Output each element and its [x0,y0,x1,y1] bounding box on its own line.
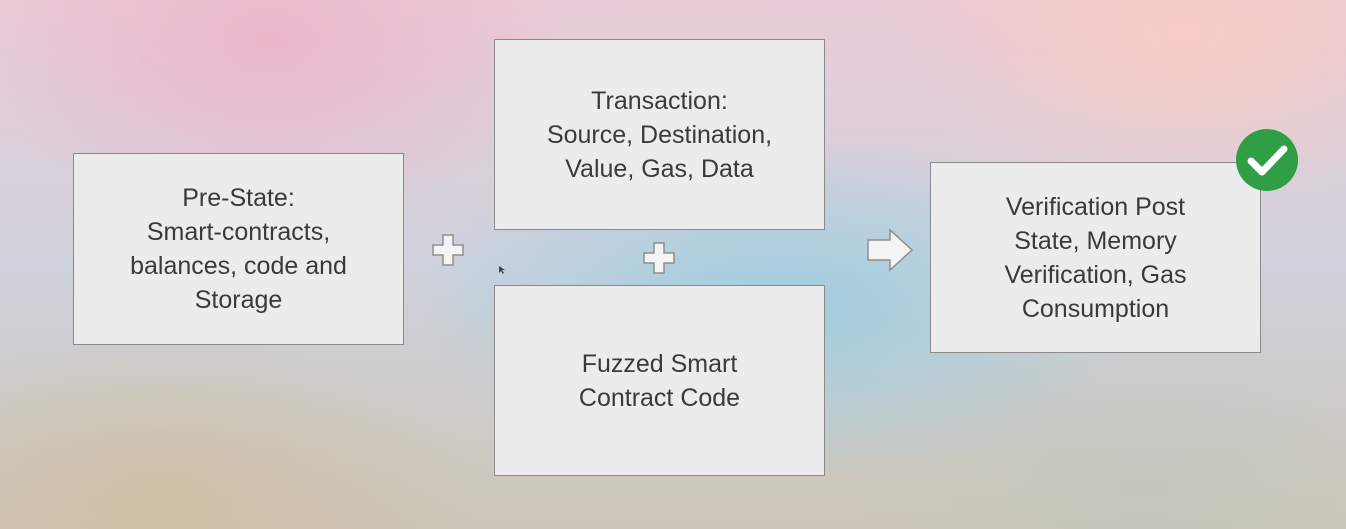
verification-box: Verification Post State, Memory Verifica… [930,162,1261,353]
plus-icon [643,242,675,274]
prestate-line-2: Smart-contracts, [146,218,331,246]
prestate-line-3: balances, code and [130,252,347,280]
fuzzed-line-2: Contract Code [578,383,741,412]
transaction-line-2: Source, Destination, [546,120,773,149]
verification-line-4: Consumption [1021,294,1170,323]
prestate-line-4: Storage [194,286,283,314]
verification-line-2: State, Memory [1014,226,1177,255]
fuzzed-code-box: Fuzzed Smart Contract Code [494,285,825,476]
verification-line-1: Verification Post [1005,192,1186,221]
prestate-line-1: Pre-State: [182,184,295,212]
arrow-right-icon [867,228,914,272]
fuzzed-line-1: Fuzzed Smart [581,349,738,378]
transaction-box: Transaction: Source, Destination, Value,… [494,39,825,230]
prestate-box: Pre-State: Smart-contracts, balances, co… [73,153,404,345]
plus-icon [432,234,464,266]
verification-line-3: Verification, Gas [1004,260,1187,289]
transaction-line-1: Transaction: [591,86,728,115]
check-circle-icon [1236,129,1298,191]
transaction-line-3: Value, Gas, Data [565,154,754,183]
mouse-cursor-icon [499,266,505,274]
